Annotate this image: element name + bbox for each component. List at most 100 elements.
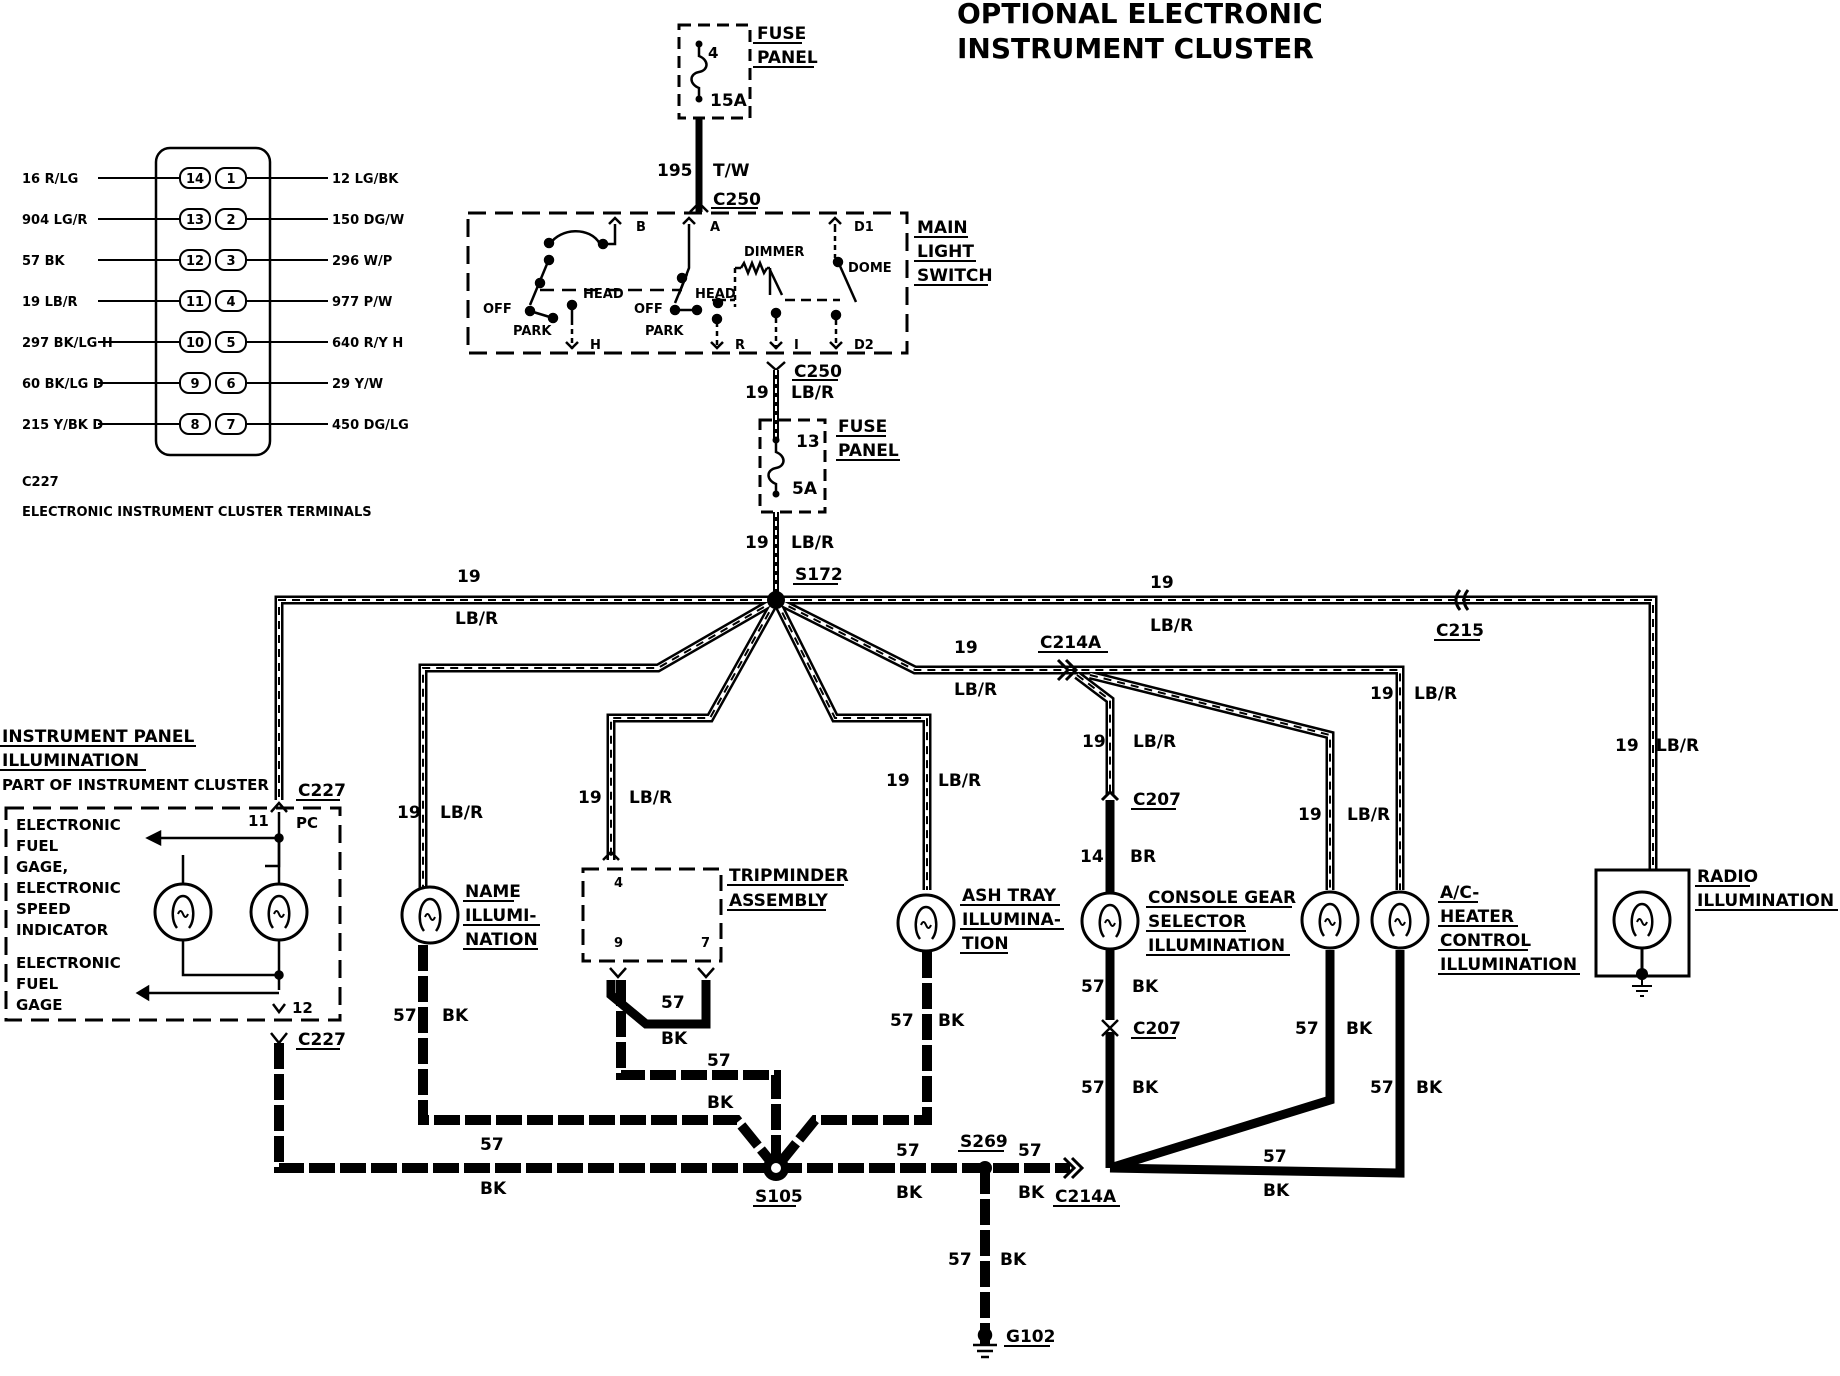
ashtray-label-1: ASH TRAY: [962, 886, 1057, 906]
cluster-text-7: ELECTRONIC: [16, 954, 121, 972]
bk-s269-bk: BK: [1018, 1183, 1045, 1203]
cluster-text-1: ELECTRONIC: [16, 816, 121, 834]
switch-label-1: MAIN: [917, 218, 968, 238]
c227-pin-left: 9: [190, 377, 199, 392]
switch-term-a: A: [710, 220, 720, 235]
bk-branch-bk: BK: [1346, 1019, 1373, 1039]
c227-right-wire-label: 977 P/W: [332, 295, 392, 310]
tripminder-19: 19: [578, 788, 602, 808]
cluster-text-6: INDICATOR: [16, 921, 109, 939]
fuse-mid-position: 13: [796, 432, 820, 452]
bk-trip2-bk: BK: [707, 1093, 734, 1113]
bk-console-bk: BK: [1132, 977, 1159, 997]
cluster-c227-top: C227: [298, 781, 346, 801]
bk-bottom-bk: BK: [1263, 1181, 1290, 1201]
cluster-title-2: ILLUMINATION: [2, 751, 139, 771]
tripminder-box: [581, 867, 723, 963]
radio-label-2: ILLUMINATION: [1697, 891, 1834, 911]
connector-c214a-bottom: [1062, 1156, 1085, 1180]
c227-pin-right: 2: [226, 213, 235, 228]
radio-19: 19: [1615, 736, 1639, 756]
c227-right-wire-label: 150 DG/W: [332, 213, 404, 228]
switch-park-2: PARK: [645, 324, 684, 339]
ashtray-19: 19: [886, 771, 910, 791]
g102-label: G102: [1006, 1327, 1055, 1347]
harness-left-19: 19: [457, 567, 481, 587]
connector-c215: [1454, 589, 1470, 611]
ground-g102-icon: [973, 1327, 997, 1359]
s172-label: S172: [795, 565, 843, 585]
title-line-2: INSTRUMENT CLUSTER: [957, 32, 1314, 65]
switch-head-1: HEAD: [583, 287, 624, 302]
console-label-2: SELECTOR: [1148, 912, 1246, 932]
cluster-pin-12: 12: [292, 999, 313, 1017]
c227-left-wire-label: 16 R/LG: [22, 172, 78, 187]
fuse-panel-mid: [758, 418, 827, 514]
c227-left-wire-label: 57 BK: [22, 254, 66, 269]
cluster-title-1: INSTRUMENT PANEL: [2, 727, 194, 747]
name-lamp-label-2: ILLUMI-: [465, 906, 537, 926]
c227-pin-right: 7: [226, 418, 235, 433]
bk-name-bk: BK: [442, 1006, 469, 1026]
tripminder-pin-9: 9: [614, 936, 623, 951]
ac-heater-label-1: A/C-: [1440, 883, 1479, 903]
switch-label-3: SWITCH: [917, 266, 993, 286]
bk-trip-bk: BK: [661, 1029, 688, 1049]
ac-lbr: LB/R: [1414, 684, 1457, 704]
ac-heater-label-3: CONTROL: [1440, 931, 1531, 951]
c214a-top-label: C214A: [1040, 633, 1102, 653]
c227-right-wire-label: 29 Y/W: [332, 377, 383, 392]
harness-c214a-lbr: LB/R: [954, 680, 997, 700]
c215-label: C215: [1436, 621, 1484, 641]
console-bulb-icon: [1080, 891, 1140, 951]
c227-pin-left: 10: [186, 336, 204, 351]
switch-dome: DOME: [848, 261, 892, 276]
c227-pin-right: 6: [226, 377, 235, 392]
c227-caption: ELECTRONIC INSTRUMENT CLUSTER TERMINALS: [22, 505, 372, 520]
bk-ash-57: 57: [890, 1011, 914, 1031]
switch-off-1: OFF: [483, 302, 512, 317]
radio-bulb-icon: [1612, 890, 1672, 950]
wire-lbr-below-fuse: LB/R: [791, 533, 834, 553]
ashtray-bulb-icon: [896, 893, 956, 953]
c227-pin-left: 11: [186, 295, 204, 310]
ac-19: 19: [1370, 684, 1394, 704]
fuse-mid-label-1: FUSE: [838, 417, 887, 437]
switch-term-i: I: [794, 338, 799, 353]
radio-label-1: RADIO: [1697, 867, 1758, 887]
switch-label-2: LIGHT: [917, 242, 974, 262]
c214a-bottom-label: C214A: [1055, 1187, 1117, 1207]
c207-top-label: C207: [1133, 790, 1181, 810]
cluster-text-4: ELECTRONIC: [16, 879, 121, 897]
branch-bulb-icon: [1300, 890, 1360, 950]
bk-main-57: 57: [480, 1135, 504, 1155]
branch-19: 19: [1298, 805, 1322, 825]
c227-pin-left: 8: [190, 418, 199, 433]
c227-left-wire-label: 215 Y/BK D: [22, 418, 103, 433]
switch-head-2: HEAD: [695, 287, 736, 302]
console-wire-14: 14: [1080, 847, 1104, 867]
console-19: 19: [1082, 732, 1106, 752]
tripminder-label-2: ASSEMBLY: [729, 891, 829, 911]
bk-console2-57: 57: [1081, 1078, 1105, 1098]
cluster-bulb-right-icon: [249, 882, 309, 942]
bk-s105-57: 57: [896, 1141, 920, 1161]
name-lamp-19: 19: [397, 803, 421, 823]
c227-left-wire-label: 904 LG/R: [22, 213, 87, 228]
fuse-top-label-2: PANEL: [757, 48, 818, 68]
harness-left-lbr: LB/R: [455, 609, 498, 629]
cluster-text-2: FUEL: [16, 837, 59, 855]
ashtray-lbr: LB/R: [938, 771, 981, 791]
switch-term-b: B: [636, 220, 646, 235]
harness-right-19: 19: [1150, 573, 1174, 593]
c227-pin-right: 1: [226, 172, 235, 187]
fuse-top-position: 4: [708, 44, 718, 62]
name-lamp-label-1: NAME: [465, 882, 521, 902]
switch-park-1: PARK: [513, 324, 552, 339]
wire-19-above-fuse: 19: [745, 383, 769, 403]
c227-pin-right: 3: [226, 254, 235, 269]
harness-right-lbr: LB/R: [1150, 616, 1193, 636]
switch-term-h: H: [590, 338, 601, 353]
cluster-bulb-left-icon: [153, 882, 213, 942]
